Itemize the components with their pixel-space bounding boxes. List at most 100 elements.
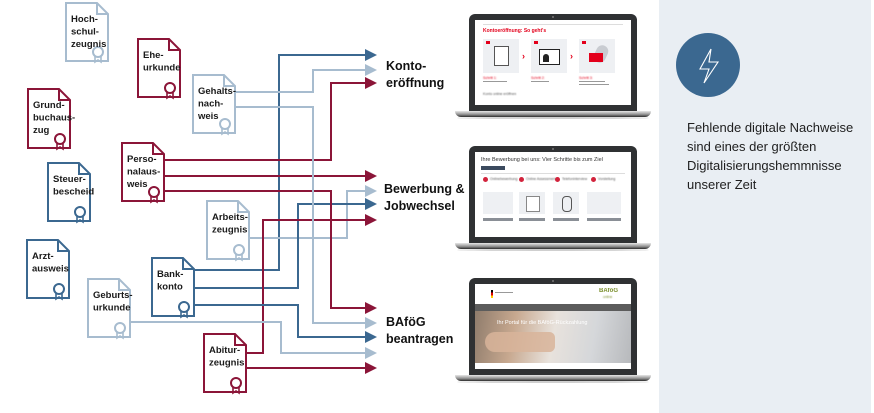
target-kontoeroeffnung: Konto-eröffnung bbox=[386, 59, 444, 90]
document-arbeitszeugnis: Arbeits-zeugnis bbox=[206, 200, 250, 262]
step-card-2 bbox=[531, 39, 567, 73]
document-steuerbescheid: Steuer-bescheid bbox=[47, 162, 94, 224]
document-label: Gehalts- bbox=[198, 86, 236, 97]
connection-gehaltsnachweis-to-bafoeg bbox=[235, 106, 377, 329]
chevron-right-icon: › bbox=[522, 51, 525, 61]
document-personalausweis: Perso-nalaus-weis bbox=[121, 142, 165, 204]
seal-icon bbox=[233, 244, 245, 262]
screen-footer: Konto online eröffnen bbox=[483, 92, 517, 96]
document-bankkonto: Bank-konto bbox=[151, 257, 195, 319]
connection-personalausweis-to-kontoeroeffnung bbox=[164, 77, 377, 161]
step-label-2: Schritt 2: bbox=[531, 76, 545, 80]
document-label: zeugnis bbox=[212, 225, 247, 236]
document-label: Perso- bbox=[127, 154, 157, 165]
target-label: Jobwechsel bbox=[384, 199, 455, 213]
laptop-bewerbung: Ihre Bewerbung bei uns: Vier Schritte bi… bbox=[455, 146, 651, 254]
document-label: weis bbox=[126, 179, 148, 190]
document-label: Hoch- bbox=[71, 14, 98, 25]
connection-personalausweis-to-bafoeg bbox=[164, 190, 377, 314]
bafoeg-logo-sub: online bbox=[603, 295, 613, 299]
connection-bankkonto-to-bafoeg bbox=[194, 304, 377, 343]
step-number-badge bbox=[483, 177, 488, 182]
document-label: zug bbox=[33, 125, 50, 136]
document-label: Ehe- bbox=[143, 50, 164, 61]
document-label: Steuer- bbox=[53, 174, 86, 185]
document-label: Grund- bbox=[33, 100, 65, 111]
target-bafoeg: BAföG beantragen bbox=[386, 315, 453, 346]
document-hochschulzeugnis: Hoch-schul-zeugnis bbox=[65, 2, 109, 64]
target-bewerbung: Bewerbung & Jobwechsel bbox=[384, 182, 465, 213]
laptop-bafoeg: BAföG online Ihr Portal für die BAföG-Rü… bbox=[455, 278, 651, 386]
target-label: beantragen bbox=[386, 332, 453, 346]
document-label: nach- bbox=[198, 99, 223, 110]
step-label: Telefoninterview bbox=[562, 177, 588, 181]
screen-bewerbung: Ihre Bewerbung bei uns: Vier Schritte bi… bbox=[475, 152, 631, 237]
target-label: BAföG bbox=[386, 315, 426, 329]
document-abiturzeugnis: Abitur-zeugnis bbox=[203, 333, 247, 395]
bafoeg-logo: BAföG bbox=[599, 288, 618, 294]
bafoeg-headline: Ihr Portal für die BAföG-Rückzahlung bbox=[497, 320, 588, 326]
laptop-base bbox=[455, 243, 651, 249]
seal-icon bbox=[230, 377, 242, 395]
camera-dot bbox=[552, 280, 554, 282]
seal-icon bbox=[114, 322, 126, 340]
seal-icon bbox=[92, 46, 104, 64]
document-label: Arbeits- bbox=[212, 212, 248, 223]
document-label: Geburts- bbox=[93, 290, 133, 301]
camera-dot bbox=[552, 16, 554, 18]
document-grundbuchauszug: Grund-buchaus-zug bbox=[27, 88, 75, 151]
target-label: Bewerbung & bbox=[384, 182, 465, 196]
connection-geburtsurkunde-to-bafoeg bbox=[130, 321, 377, 359]
document-label: Arzt- bbox=[32, 251, 54, 262]
document-arztausweis: Arzt-ausweis bbox=[26, 239, 70, 301]
connections-layer bbox=[130, 49, 377, 374]
laptop-base bbox=[455, 111, 651, 117]
step-label: Online Assessment bbox=[526, 177, 556, 181]
document-label: buchaus- bbox=[33, 113, 75, 124]
connection-gehaltsnachweis-to-kontoeroeffnung bbox=[235, 64, 377, 93]
connection-abiturzeugnis-to-bewerbung bbox=[246, 214, 377, 354]
step-card-3 bbox=[579, 39, 615, 73]
seal-icon bbox=[54, 133, 66, 151]
seal-icon bbox=[74, 206, 86, 224]
step-card-1 bbox=[483, 39, 519, 73]
seal-icon bbox=[219, 118, 231, 136]
step-label-1: Schritt 1: bbox=[483, 76, 497, 80]
document-label: nalaus- bbox=[127, 167, 160, 178]
document-eheurkunde: Ehe-urkunde bbox=[137, 38, 181, 100]
document-gehaltsnachweis: Gehalts-nach-weis bbox=[192, 74, 236, 136]
lightning-bolt-icon bbox=[676, 33, 740, 97]
step-illustration-2 bbox=[519, 192, 545, 214]
document-label: urkunde bbox=[93, 303, 130, 314]
step-number-badge bbox=[591, 177, 596, 182]
screen-title: Ihre Bewerbung bei uns: Vier Schritte bi… bbox=[481, 157, 603, 163]
document-label: zeugnis bbox=[209, 358, 244, 369]
laptop-lid: Ihre Bewerbung bei uns: Vier Schritte bi… bbox=[469, 146, 637, 243]
seal-icon bbox=[148, 186, 160, 204]
screen-title: Kontoeröffnung: So geht's bbox=[483, 28, 547, 34]
laptop-lid: BAföG online Ihr Portal für die BAföG-Rü… bbox=[469, 278, 637, 375]
seal-icon bbox=[53, 283, 65, 301]
step-illustration-3 bbox=[553, 192, 579, 214]
document-label: konto bbox=[157, 282, 183, 293]
document-label: urkunde bbox=[143, 63, 180, 74]
target-label: Konto- bbox=[386, 59, 426, 73]
document-label: ausweis bbox=[32, 264, 69, 275]
laptop-base bbox=[455, 375, 651, 381]
document-label: Abitur- bbox=[209, 345, 240, 356]
document-label: schul- bbox=[71, 27, 99, 38]
camera-dot bbox=[552, 148, 554, 150]
laptop-lid: Kontoeröffnung: So geht's › › Schritt 1:… bbox=[469, 14, 637, 111]
connection-bankkonto-to-bewerbung bbox=[194, 198, 377, 289]
documents-layer: Hoch-schul-zeugnisEhe-urkundeGehalts-nac… bbox=[26, 2, 250, 395]
laptop-kontoeroeffnung: Kontoeröffnung: So geht's › › Schritt 1:… bbox=[455, 14, 651, 122]
connection-bankkonto-to-kontoeroeffnung bbox=[194, 49, 377, 271]
seal-icon bbox=[164, 82, 176, 100]
step-label-3: Schritt 3: bbox=[579, 76, 593, 80]
panel-text: Fehlende digitale Nachweise sind eines d… bbox=[687, 120, 854, 192]
document-label: Bank- bbox=[157, 269, 183, 280]
seal-icon bbox=[178, 301, 190, 319]
document-label: zeugnis bbox=[71, 39, 106, 50]
